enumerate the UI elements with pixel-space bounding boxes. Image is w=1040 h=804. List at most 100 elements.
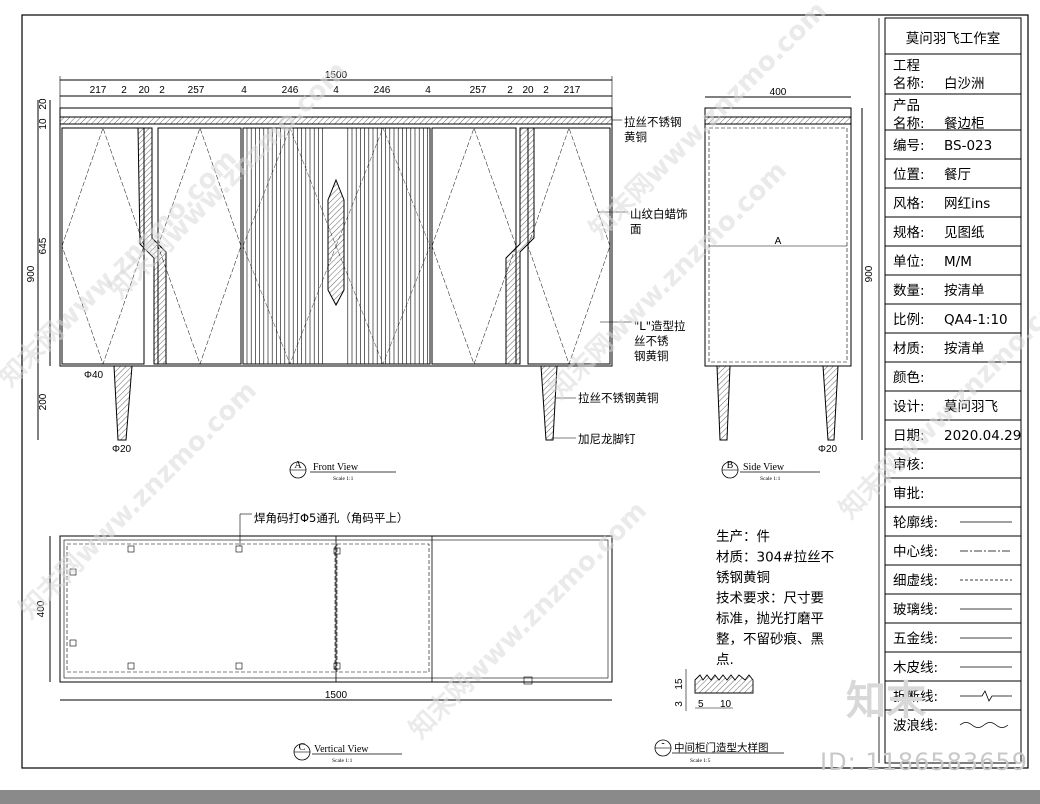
svg-text:B: B [727, 460, 734, 471]
tb-value-7: 按清单 [944, 283, 985, 299]
tb-value-0: 白沙洲 [944, 76, 985, 92]
front-view-title: Front View [313, 462, 359, 473]
right-l-strip [505, 127, 535, 365]
callout-2-line-2: 钢黄铜 [634, 349, 669, 363]
tb-label-3: 位置: [893, 167, 925, 183]
side-height: 900 [864, 265, 875, 282]
tb-value-5: 见图纸 [944, 225, 985, 241]
svg-text:知末网www.znzmo.com: 知末网www.znzmo.com [544, 156, 793, 405]
front-left-dim-0: 20 [38, 98, 49, 110]
callout-2-line-1: 丝不锈 [634, 334, 669, 348]
top-view [49, 513, 613, 701]
tb-value-8: QA4-1:10 [944, 312, 1008, 328]
sheet-border [21, 14, 1029, 769]
tb-label-7: 数量: [893, 283, 925, 299]
side-view-labels: 400 900 A Φ20 B Side View Scale 1:1 [721, 87, 875, 482]
front-top-dim-9: 4 [425, 85, 431, 96]
left-leg [113, 365, 133, 441]
callout-1-line-0: 山纹白蜡饰 [630, 207, 688, 221]
legend-label-7: 波浪线: [893, 718, 938, 734]
production-note-line-6: 点. [716, 652, 734, 668]
tb-label-13: 审核: [893, 457, 925, 473]
top-view-scale: Scale 1:1 [332, 758, 353, 764]
legend-label-4: 五金线: [893, 631, 938, 647]
legend-label-0: 轮廓线: [893, 514, 938, 531]
footer-bar [0, 790, 1040, 804]
brand-logo: 知末 [846, 678, 926, 724]
front-view-scale: Scale 1:1 [333, 476, 354, 482]
tb-label-1: 产品 [893, 98, 920, 114]
front-top-dim-3: 2 [159, 85, 165, 96]
production-note-line-3: 技术要求：尺寸要 [716, 591, 824, 607]
side-view-title: Side View [743, 462, 785, 473]
front-top-dim-0: 217 [90, 85, 107, 96]
tb-label-6: 单位: [893, 254, 925, 270]
production-note-line-5: 整，不留砂痕、黑 [716, 632, 824, 648]
front-top-dim-11: 2 [507, 85, 513, 96]
side-caption: B Side View Scale 1:1 [721, 460, 820, 482]
legend-label-2: 细虚线: [893, 573, 938, 589]
tb-label2-0: 名称: [893, 76, 925, 92]
front-top-dim-12: 20 [522, 85, 534, 96]
callout-1-line-1: 面 [630, 222, 642, 236]
top-view-labels: 焊角码打Φ5通孔（角码平上） 400 1500 C Vertical View … [36, 511, 408, 764]
front-top-dim-1: 2 [121, 85, 127, 96]
front-top-dim-10: 257 [470, 85, 487, 96]
tb-value-3: 餐厅 [944, 167, 971, 183]
detail-caption: - 中间柜门造型大样图 Scale 1:5 [654, 738, 784, 764]
side-view-scale: Scale 1:1 [760, 476, 781, 482]
tb-value-6: M/M [944, 254, 972, 270]
callout-4-line-0: 加尼龙脚钉 [578, 432, 636, 446]
front-top-dim-7: 4 [333, 85, 339, 96]
tb-value-11: 莫问羽飞 [944, 399, 998, 415]
front-top-dim-5: 4 [241, 85, 247, 96]
svg-text:5: 5 [698, 699, 704, 710]
production-note-line-1: 材质：304#拉丝不 [716, 550, 834, 566]
right-leg [540, 365, 558, 441]
front-top-dim-4: 257 [188, 85, 205, 96]
front-overall-width: 1500 [325, 70, 348, 81]
leg-bottom-diameter: Φ20 [112, 444, 132, 455]
front-caption: A Front View Scale 1:1 [289, 460, 396, 482]
legend-label-1: 中心线: [893, 544, 938, 560]
title-block-rows: 工程名称:白沙洲产品名称:餐边柜编号:BS-023位置:餐厅风格:网红ins规格… [885, 53, 1021, 508]
tb-label-10: 颜色: [893, 369, 925, 386]
studio-name: 莫问羽飞工作室 [906, 30, 1001, 47]
middle-handle [327, 178, 345, 307]
svg-text:10: 10 [720, 699, 732, 710]
tb-label-0: 工程 [893, 58, 920, 74]
svg-text:15: 15 [674, 678, 685, 690]
tb-label-14: 审批: [893, 486, 925, 502]
front-left-dim-2: 645 [38, 237, 49, 254]
top-view-title: Vertical View [314, 744, 369, 755]
front-top-dim-6: 246 [282, 85, 299, 96]
tb-label-11: 设计: [893, 399, 925, 415]
production-note: 生产：件材质：304#拉丝不锈钢黄铜技术要求：尺寸要标准，抛光打磨平整，不留砂痕… [716, 529, 834, 668]
title-block: 莫问羽飞工作室 工程名称:白沙洲产品名称:餐边柜编号:BS-023位置:餐厅风格… [878, 17, 1022, 764]
svg-text:C: C [299, 742, 306, 753]
legend-label-5: 木皮线: [893, 660, 938, 676]
tb-label-5: 规格: [893, 225, 925, 241]
front-left-dim-4: 200 [38, 393, 49, 410]
svg-text:3: 3 [674, 701, 685, 707]
production-note-line-2: 锈钢黄铜 [716, 570, 770, 586]
cabinet-body [59, 123, 613, 367]
legend-line-7 [959, 722, 1009, 728]
detail-scale: Scale 1:5 [690, 758, 711, 764]
hole-note: 焊角码打Φ5通孔（角码平上） [254, 511, 408, 525]
detail-drawing [685, 669, 754, 711]
image-id-label: ID: 1186583659 [820, 748, 1028, 776]
front-top-dim-2: 20 [138, 85, 150, 96]
side-leg-diameter: Φ20 [818, 444, 838, 455]
front-view [37, 76, 632, 441]
watermarks: 知末网www.znzmo.com 知末网www.znzmo.com 知末网www… [0, 0, 1040, 745]
svg-text:-: - [661, 738, 664, 749]
callout-2-line-0: "L"造型拉 [634, 319, 686, 333]
front-top-dim-8: 246 [374, 85, 391, 96]
side-section-mark: A [775, 236, 782, 247]
callout-0-line-0: 拉丝不锈钢 [624, 115, 682, 129]
